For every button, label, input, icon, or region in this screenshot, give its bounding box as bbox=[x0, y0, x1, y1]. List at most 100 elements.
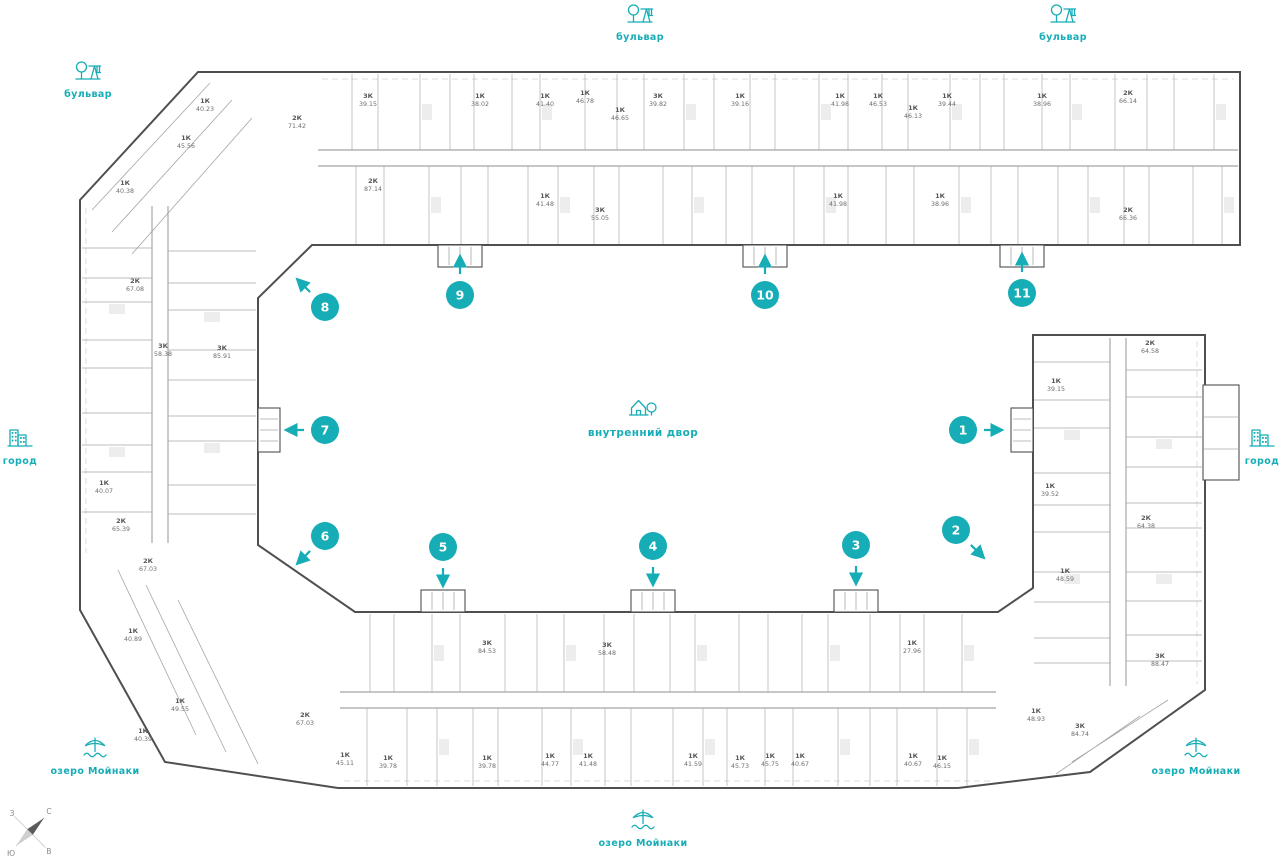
apartment-type: 3К bbox=[158, 342, 169, 350]
entrance-marker-8[interactable]: 8 bbox=[295, 277, 339, 321]
landmark-lake-bottom-right: озеро Мойнаки bbox=[1151, 737, 1240, 777]
entrance-circle[interactable] bbox=[446, 281, 474, 309]
entrance-circle[interactable] bbox=[429, 533, 457, 561]
apartment-area: 65.39 bbox=[112, 526, 130, 533]
entrance-circle[interactable] bbox=[311, 522, 339, 550]
entrance-circle[interactable] bbox=[639, 532, 667, 560]
apartment-area: 41.48 bbox=[536, 201, 554, 208]
landmark-label: город bbox=[1245, 456, 1280, 467]
apartment-type: 2К bbox=[1123, 89, 1134, 97]
entrance-marker-2[interactable]: 2 bbox=[942, 516, 986, 560]
entrance-marker-1[interactable]: 1 bbox=[949, 416, 1005, 444]
apartment-type: 1К bbox=[540, 192, 551, 200]
apartment-area: 88.47 bbox=[1151, 661, 1169, 668]
entrance-circle[interactable] bbox=[311, 416, 339, 444]
apartment-area: 39.52 bbox=[1041, 491, 1059, 498]
apartment-type: 1К bbox=[1045, 482, 1056, 490]
building-footprint bbox=[79, 71, 1241, 789]
landmark-label: бульвар bbox=[64, 89, 112, 100]
entrance-circle[interactable] bbox=[311, 293, 339, 321]
entrance-circle[interactable] bbox=[1008, 279, 1036, 307]
entrance-circle[interactable] bbox=[942, 516, 970, 544]
landmark-city-left: город bbox=[3, 429, 37, 467]
compass-needle-north bbox=[27, 818, 44, 835]
apartment-area: 41.48 bbox=[579, 761, 597, 768]
entrance-marker-3[interactable]: 3 bbox=[842, 531, 870, 587]
apartment-area: 41.98 bbox=[829, 201, 847, 208]
apartment-area: 40.07 bbox=[95, 488, 113, 495]
entrance-marker-10[interactable]: 10 bbox=[751, 253, 779, 309]
entrance-marker-4[interactable]: 4 bbox=[639, 532, 667, 588]
entrance-circle[interactable] bbox=[949, 416, 977, 444]
apartment-type: 3К bbox=[653, 92, 664, 100]
entrance-marker-5[interactable]: 5 bbox=[429, 533, 457, 589]
entrance-circle[interactable] bbox=[751, 281, 779, 309]
entrance-marker-6[interactable]: 6 bbox=[295, 522, 339, 566]
entrance-marker-9[interactable]: 9 bbox=[446, 253, 474, 309]
entrance-marker-7[interactable]: 7 bbox=[283, 416, 339, 444]
apartment-type: 2К bbox=[1141, 514, 1152, 522]
entrance-circle[interactable] bbox=[842, 531, 870, 559]
entrance-marker-11[interactable]: 11 bbox=[1008, 251, 1036, 307]
apartment-type: 1К bbox=[181, 134, 192, 142]
compass-west-label: З bbox=[10, 809, 15, 818]
apartment-area: 87.14 bbox=[364, 186, 382, 193]
